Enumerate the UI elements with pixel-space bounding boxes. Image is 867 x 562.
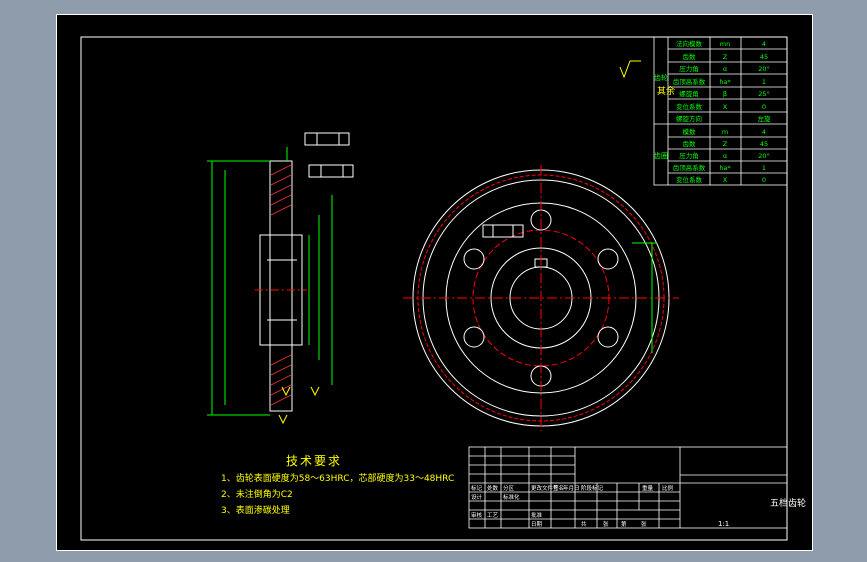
param-symbol: β [723,90,727,98]
param-name: 螺旋方向 [676,114,702,123]
roughness-symbol [619,60,641,79]
param-value: 4 [762,128,766,136]
param-value: 45 [760,140,768,148]
tech-requirement-item: 3、表面渗碳处理 [221,506,290,516]
param-group-label: 齿轮 [654,73,668,82]
gear-params-table [653,36,788,186]
title-block-label: 张 [603,520,609,528]
param-symbol: mn [720,40,730,48]
title-block-label: 批准 [531,511,543,519]
title-block-label: 年月日 [563,484,580,492]
param-value: 45 [760,53,768,61]
param-name: 变位系数 [676,175,703,184]
title-block-label: 签名 [553,484,564,492]
param-group-label: 齿圈 [654,152,668,160]
param-symbol: X [723,176,728,184]
tech-requirements-title: 技术要求 [286,454,343,468]
title-block-label: 日期 [531,521,543,528]
param-value: 左旋 [758,114,772,123]
side-section-view [207,132,354,425]
title-block-label: 张 [641,520,647,528]
params-table-text: 法向模数 mn 4 齿数 Z 45 压力角 α 20° 齿顶高系数 ha* 1 螺旋角 β 25° 变位系数 X… [654,39,771,184]
title-block-label: 设计 [471,493,483,501]
param-name: 法向模数 [676,39,703,48]
param-name: 变位系数 [676,102,703,111]
param-name: 螺旋角 [679,89,699,98]
title-block-label: 第 [621,520,627,528]
param-value: 0 [762,176,766,184]
title-block-text: 标记处数分区 更改文件号签名年月日设计 标准化 阶段标记 重量比例审核工艺 批准日期 共 张 第… [471,484,674,528]
param-symbol: X [723,103,728,111]
title-block-label: 分区 [503,484,515,492]
title-block-label: 处数 [487,484,499,492]
param-name: 齿顶高系数 [673,77,706,86]
param-value: 20° [758,65,770,73]
remaining-roughness-label: 其余 [657,87,676,97]
tech-requirement-item: 2、未注倒角为C2 [221,490,293,500]
param-value: 1 [762,78,766,86]
drawing-canvas: 法向模数 mn 4 齿数 Z 45 压力角 α 20° 齿顶高系数 ha* 1 螺旋角 β 25° 变位系数 X… [80,36,788,541]
param-name: 齿数 [683,52,697,61]
title-block-label: 重量 [642,484,654,492]
tech-requirement-item: 1、齿轮表面硬度为58～63HRC，芯部硬度为33～48HRC [221,474,455,484]
scale-value: 1:1 [718,520,730,528]
param-symbol: ha* [719,164,731,172]
param-symbol: ha* [719,78,731,86]
front-view [403,165,679,431]
param-value: 4 [762,40,766,48]
title-block-label: 审核 [471,511,483,519]
title-block-label: 更改文件号 [531,484,559,492]
param-value: 0 [762,103,766,111]
param-symbol: α [723,65,727,73]
drawing-sheet: 法向模数 mn 4 齿数 Z 45 压力角 α 20° 齿顶高系数 ha* 1 螺旋角 β 25° 变位系数 X… [56,14,813,551]
param-symbol: Z [723,53,728,61]
title-block [468,446,788,529]
title-block-label: 比例 [662,484,674,492]
title-block-label: 标记 [471,484,483,492]
part-name: 五档齿轮 [770,499,807,509]
param-name: 压力角 [679,64,699,73]
param-symbol: m [722,128,728,136]
title-block-label: 阶段标记 [581,484,604,492]
title-block-label: 共 [581,520,587,528]
param-value: 20° [758,152,770,160]
param-name: 齿数 [683,139,697,148]
param-symbol: α [723,152,727,160]
param-value: 25° [758,90,770,98]
param-name: 压力角 [679,151,699,160]
param-name: 齿顶高系数 [673,163,706,172]
title-block-label: 标准化 [503,493,520,501]
param-symbol: Z [723,140,728,148]
inner-border [80,36,788,541]
param-name: 模数 [683,127,697,136]
param-value: 1 [762,164,766,172]
title-block-label: 工艺 [487,512,499,519]
